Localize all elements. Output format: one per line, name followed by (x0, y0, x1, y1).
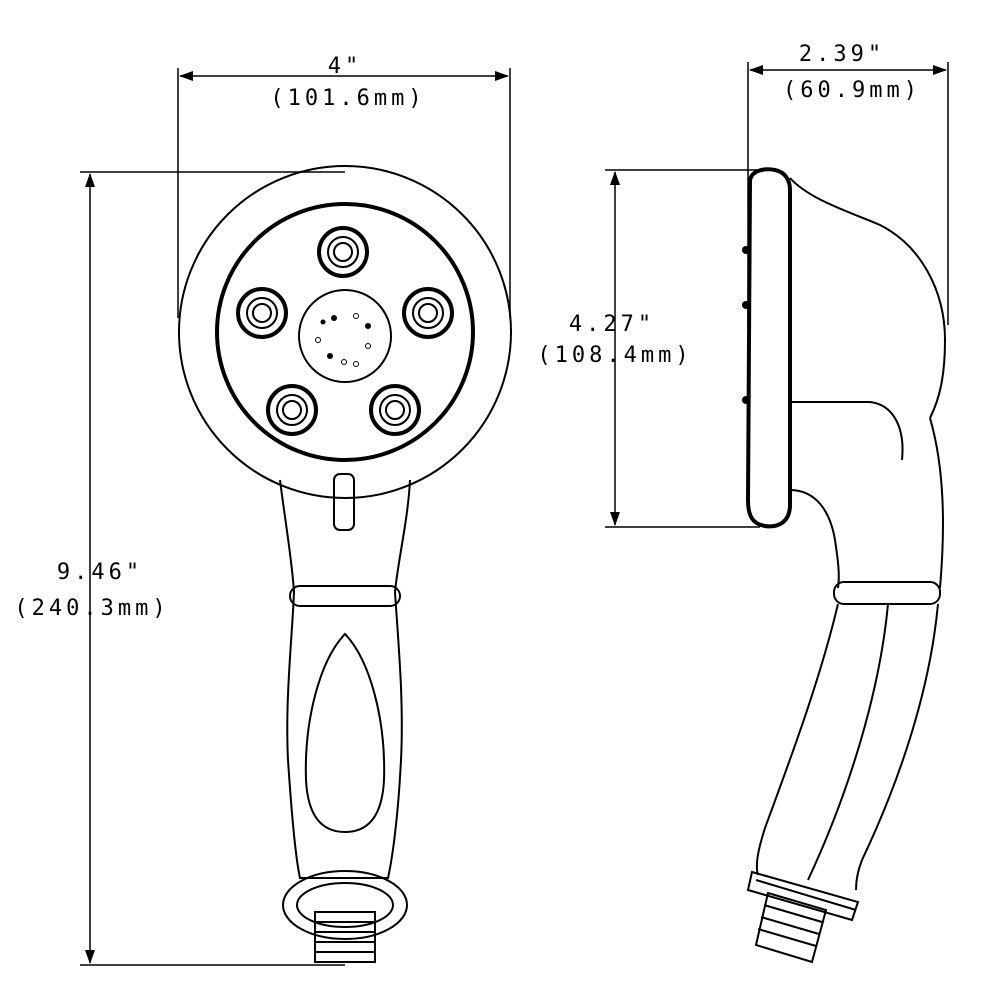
front-handle (279, 473, 411, 963)
front-width-dimension (177, 68, 511, 318)
side-depth-inches: 2.39" (798, 42, 886, 67)
side-handle (746, 417, 944, 964)
side-head (742, 167, 947, 529)
front-height-mm: (240.3mm) (14, 596, 170, 621)
side-view (605, 62, 949, 964)
nozzle-top (317, 226, 369, 278)
nozzle-bottom-left (266, 384, 318, 436)
side-face-mm: (108.4mm) (537, 343, 693, 368)
front-width-inches: 4" (327, 54, 363, 79)
nozzle-left (236, 287, 288, 339)
front-view (80, 68, 512, 966)
front-head (178, 165, 512, 499)
front-width-mm: (101.6mm) (270, 86, 426, 111)
front-height-inches: 9.46" (56, 560, 144, 585)
side-depth-mm: (60.9mm) (783, 78, 921, 103)
nozzle-bottom-right (369, 384, 421, 436)
side-face-dimension (605, 169, 760, 528)
nozzle-right (402, 287, 454, 339)
side-face-inches: 4.27" (568, 312, 656, 337)
